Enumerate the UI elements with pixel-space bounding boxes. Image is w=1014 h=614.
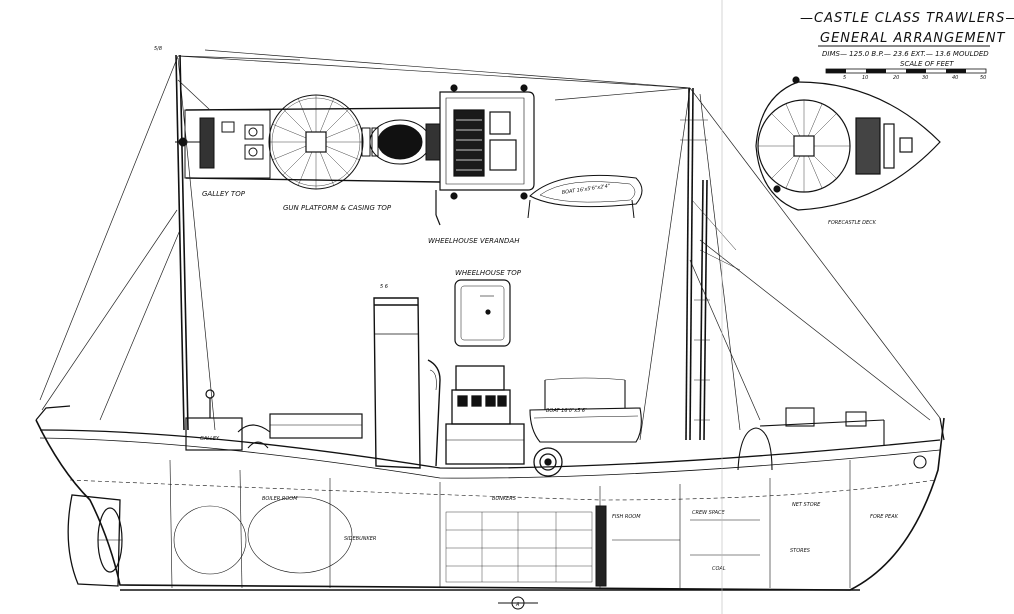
gun-platform-plan: [268, 94, 441, 190]
scale-tick-label: 5: [843, 75, 846, 81]
hull-elevation: [35, 405, 945, 591]
galley-label: GALLEY: [200, 436, 220, 442]
galley-top-label: GALLEY TOP: [202, 190, 246, 198]
boat-elevation: [529, 377, 642, 443]
bunkers-label: BUNKERS: [492, 496, 517, 502]
boat-plan: [527, 174, 643, 219]
crew-space-label: CREW SPACE: [692, 510, 726, 516]
forecastle-deck-plan: [755, 76, 941, 211]
scale-label: SCALE OF FEET: [900, 60, 954, 68]
boat-label: BOAT 16'x5'6"x2'4": [561, 183, 610, 196]
wheelhouse-elevation: [445, 365, 563, 477]
wheelhouse-top-label: WHEELHOUSE TOP: [455, 269, 522, 277]
funnel: [373, 297, 441, 469]
drawing-title: —CASTLE CLASS TRAWLERS—: [800, 11, 1014, 26]
galley-deckhouse: [185, 389, 363, 451]
forecastle-fittings: [237, 407, 927, 471]
boat-elevation-label: BOAT 16'0"x5'6": [546, 408, 587, 414]
masts: [175, 54, 708, 441]
scale-tick-label: 50: [980, 75, 986, 81]
scale-tick-label: 30: [922, 75, 928, 81]
wheelhouse-verandah-plan: [435, 84, 535, 226]
galley-top-plan: [175, 107, 441, 183]
sidebunker-label: SIDEBUNKER: [344, 536, 376, 542]
foremast-rigging-detail: [680, 119, 741, 421]
scale-tick-label: 10: [862, 75, 868, 81]
gun-platform-label: GUN PLATFORM & CASING TOP: [283, 204, 392, 212]
fish-room-label: FISH ROOM: [612, 514, 641, 520]
coal-label: COAL: [712, 566, 726, 572]
mast-head-label: 5/8: [154, 46, 162, 52]
net-store-label: NET STORE: [792, 502, 821, 508]
funnel-label: 5 6: [380, 284, 388, 290]
forecastle-deck-label: FORECASTLE DECK: [828, 220, 877, 226]
scale-tick-label: 20: [893, 75, 899, 81]
boiler-room-label: BOILER ROOM: [262, 496, 298, 502]
dimensions-line: DIMS— 125.0 B.P.— 23.6 EXT.— 13.6 MOULDE…: [822, 50, 989, 58]
title-block: —CASTLE CLASS TRAWLERS— GENERAL ARRANGEM…: [800, 11, 1014, 81]
sheet-reference-label: A: [515, 602, 520, 608]
wheelhouse-top-plan: [454, 279, 511, 347]
rigging-lines: [39, 49, 941, 441]
fore-peak-label: FORE PEAK: [870, 514, 899, 520]
stores-label: STORES: [790, 548, 811, 554]
drawing-subtitle: GENERAL ARRANGEMENT: [820, 31, 1006, 46]
wheelhouse-verandah-label: WHEELHOUSE VERANDAH: [428, 237, 520, 245]
scale-bar: 5 10 20 30 40 50: [825, 68, 987, 81]
scale-tick-label: 40: [952, 75, 958, 81]
sheet-reference-mark: [498, 596, 538, 610]
